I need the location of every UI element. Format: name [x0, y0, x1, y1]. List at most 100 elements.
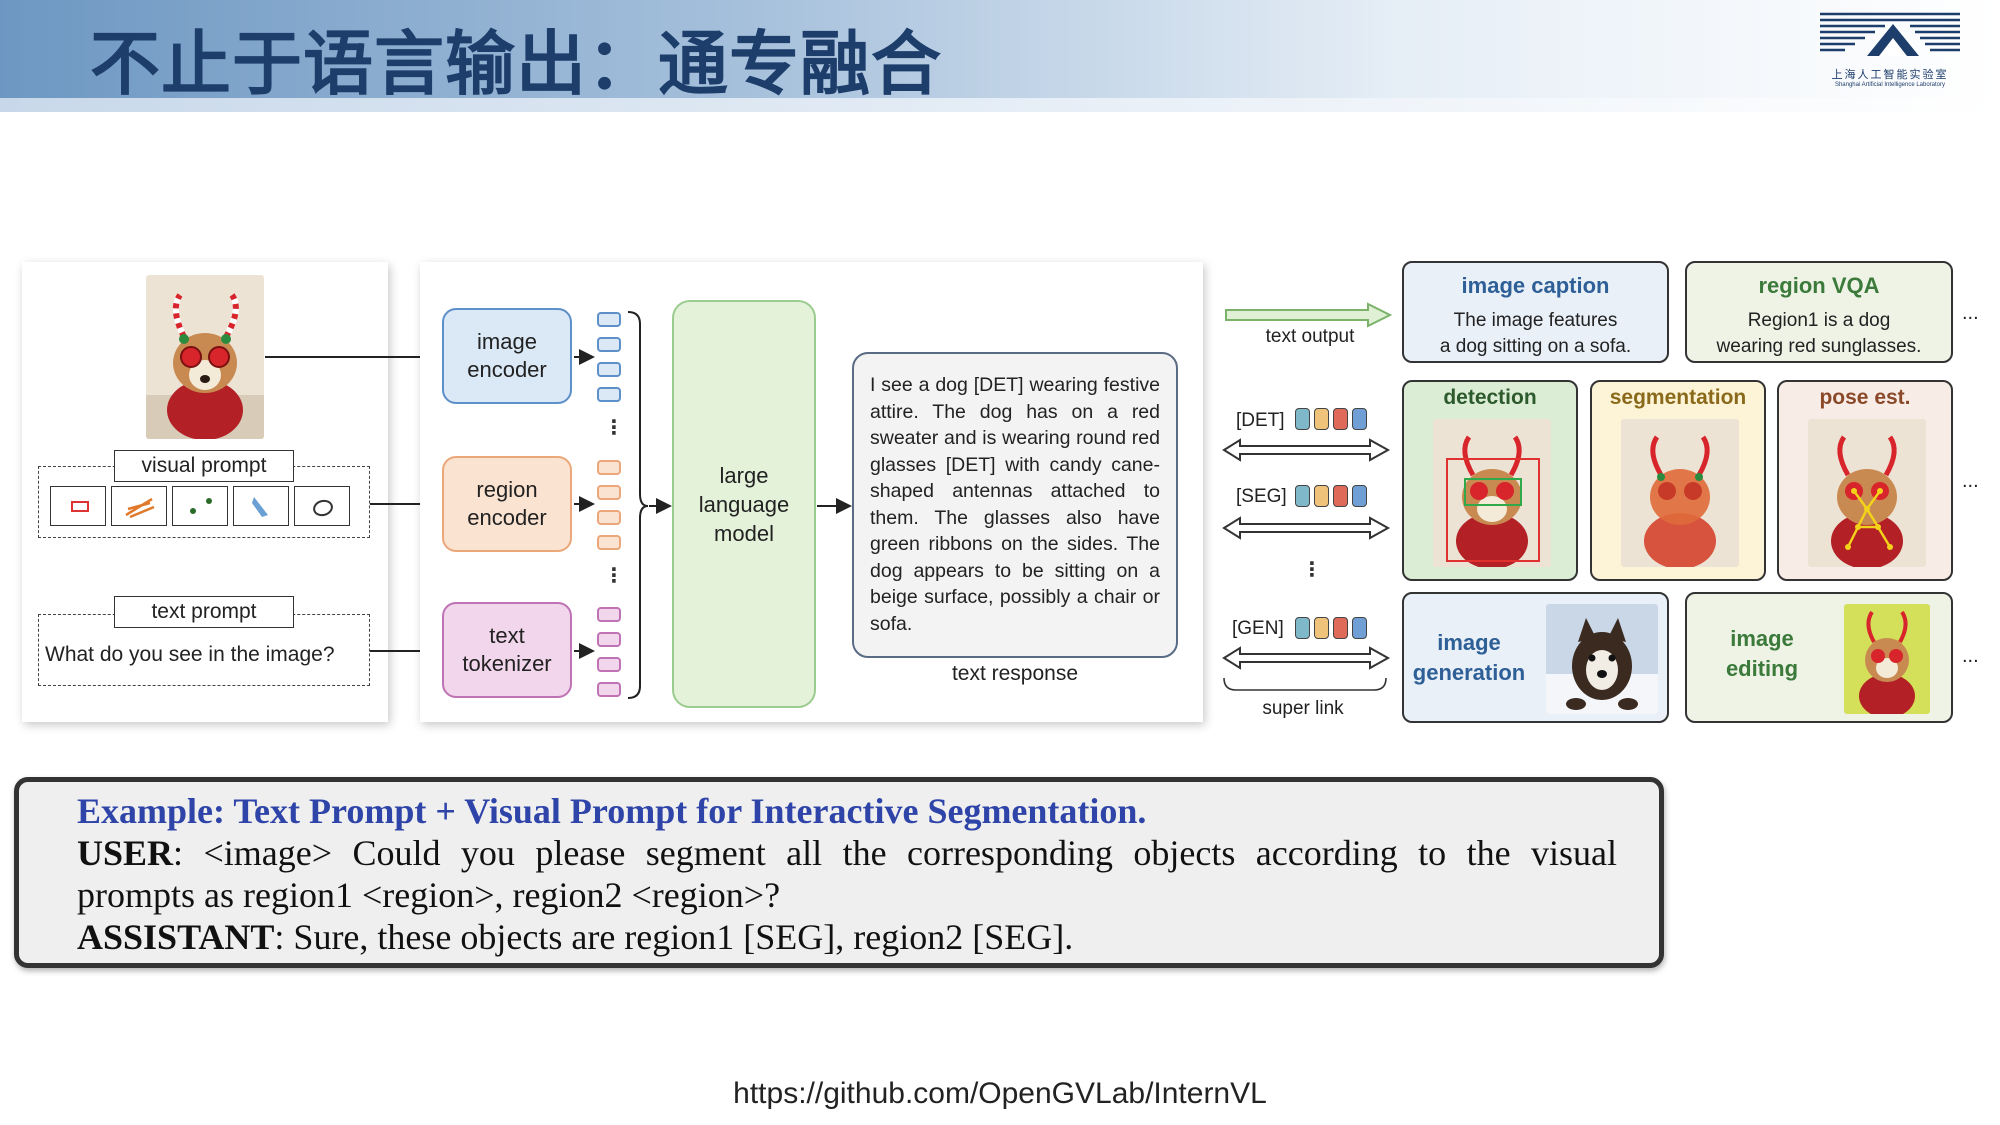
pose-estimation-title: pose est. — [1819, 386, 1911, 409]
link-arrows — [1222, 302, 1393, 691]
gen-token-chip — [1333, 617, 1348, 639]
image-encoder-block: image encoder — [442, 308, 572, 404]
region-token — [597, 510, 621, 525]
segmentation-title: segmentation — [1609, 386, 1747, 409]
visual-prompt-label: visual prompt — [114, 450, 294, 482]
det-double-arrow — [1222, 438, 1391, 462]
scribble-prompt-icon — [111, 486, 167, 526]
example-box: Example: Text Prompt + Visual Prompt for… — [14, 777, 1664, 968]
region-token — [597, 460, 621, 475]
det-token-chip — [1314, 408, 1329, 430]
seg-double-arrow — [1222, 516, 1391, 540]
det-token-chip — [1352, 408, 1367, 430]
input-dog-image — [146, 275, 264, 439]
region-token — [597, 485, 621, 500]
pose-estimation-card: pose est. — [1777, 380, 1953, 581]
lab-logo-mark-icon — [1820, 12, 1960, 56]
lab-logo: 上海人工智能实验室 Shanghai Artificial Intelligen… — [1815, 8, 1965, 98]
row2-ellipsis: ... — [1962, 470, 1979, 492]
det-token-chip — [1333, 408, 1348, 430]
shape-prompt-icon — [294, 486, 350, 526]
text-tokenizer-label: text tokenizer — [462, 623, 552, 676]
llm-label: large language model — [698, 462, 790, 546]
input-panel: visual prompt What do you see in the ima… — [22, 262, 388, 722]
detection-title: detection — [1443, 386, 1537, 409]
assistant-label: ASSISTANT — [77, 917, 275, 957]
assistant-text: : Sure, these objects are region1 [SEG],… — [274, 917, 1074, 957]
row3-ellipsis: ... — [1962, 645, 1979, 667]
detection-image — [1433, 419, 1551, 567]
det-token-chip — [1295, 408, 1310, 430]
image-caption-line2: a dog sitting on a sofa. — [1439, 336, 1632, 357]
seg-token-chip — [1295, 485, 1310, 507]
image-editing-card: image editing — [1685, 592, 1953, 723]
image-generation-card: image generation — [1402, 592, 1669, 723]
user-text-line2: prompts as region1 <region>, region2 <re… — [77, 875, 781, 915]
gen-token-chip — [1352, 617, 1367, 639]
region-vqa-card: region VQA Region1 is a dog wearing red … — [1685, 261, 1953, 363]
seg-token-chip — [1352, 485, 1367, 507]
image-caption-title: image caption — [1461, 273, 1610, 298]
edited-dog-image — [1844, 604, 1930, 714]
text-response-label: text response — [951, 662, 1079, 685]
logo-english-text: Shanghai Artificial Intelligence Laborat… — [1834, 82, 1946, 88]
image-encoder-label: image encoder — [467, 329, 547, 382]
image-token — [597, 312, 621, 327]
image-token — [597, 337, 621, 352]
text-response-box: I see a dog [DET] wearing festive attire… — [852, 352, 1178, 658]
gen-double-arrow — [1222, 646, 1391, 670]
image-token — [597, 387, 621, 402]
region-encoder-block: region encoder — [442, 456, 572, 552]
github-url[interactable]: https://github.com/OpenGVLab/InternVL — [733, 1077, 1267, 1110]
det-token-label: [DET] — [1236, 410, 1285, 431]
image-caption-line1: The image features — [1453, 310, 1618, 331]
region-token — [597, 535, 621, 550]
seg-token-label: [SEG] — [1236, 486, 1287, 507]
gen-token-chip — [1295, 617, 1310, 639]
region-vqa-title: region VQA — [1758, 273, 1880, 298]
region-encoder-label: region encoder — [467, 477, 547, 530]
large-language-model-block: large language model — [672, 300, 816, 708]
text-tokenizer-block: text tokenizer — [442, 602, 572, 698]
seg-token-chip — [1333, 485, 1348, 507]
gen-token-chip — [1314, 617, 1329, 639]
segmentation-card: segmentation — [1590, 380, 1766, 581]
logo-chinese-text: 上海人工智能实验室 — [1831, 68, 1949, 81]
region-vqa-line2: wearing red sunglasses. — [1716, 336, 1922, 357]
super-link-label: super link — [1262, 698, 1344, 719]
header-rule — [0, 98, 2000, 112]
image-token — [597, 362, 621, 377]
text-token — [597, 682, 621, 697]
image-generation-line1: image — [1437, 630, 1501, 655]
header-banner — [0, 0, 2000, 98]
generated-dog-image — [1546, 604, 1658, 714]
image-generation-line2: generation — [1412, 660, 1526, 685]
point-prompt-icon — [172, 486, 228, 526]
text-token — [597, 657, 621, 672]
text-prompt-value: What do you see in the image? — [45, 643, 335, 666]
image-editing-line1: image — [1730, 626, 1794, 651]
text-token — [597, 607, 621, 622]
mask-prompt-icon — [233, 486, 289, 526]
example-assistant-line: ASSISTANT: Sure, these objects are regio… — [77, 916, 1073, 958]
text-output-arrow — [1225, 302, 1393, 328]
page-title: 不止于语言输出：通专融合 — [90, 23, 942, 105]
text-token — [597, 632, 621, 647]
text-prompt-label: text prompt — [114, 596, 294, 628]
user-text-line1: : <image> Could you please segment all t… — [173, 833, 1617, 873]
pose-estimation-image — [1808, 419, 1926, 567]
model-panel: image encoder region encoder text tokeni… — [420, 262, 1203, 722]
image-caption-card: image caption The image features a dog s… — [1402, 261, 1669, 363]
text-output-label: text output — [1265, 326, 1355, 347]
image-editing-line2: editing — [1725, 656, 1799, 681]
detection-card: detection — [1402, 380, 1578, 581]
user-label: USER — [77, 833, 174, 873]
example-title: Example: Text Prompt + Visual Prompt for… — [77, 791, 1147, 831]
link-ellipsis: ⋮ — [1302, 559, 1322, 581]
gen-token-label: [GEN] — [1232, 618, 1284, 639]
segmentation-image — [1621, 419, 1739, 567]
box-prompt-icon — [50, 486, 106, 526]
row1-ellipsis: ... — [1962, 302, 1979, 324]
example-user-line: USER: <image> Could you please segment a… — [77, 832, 1617, 874]
